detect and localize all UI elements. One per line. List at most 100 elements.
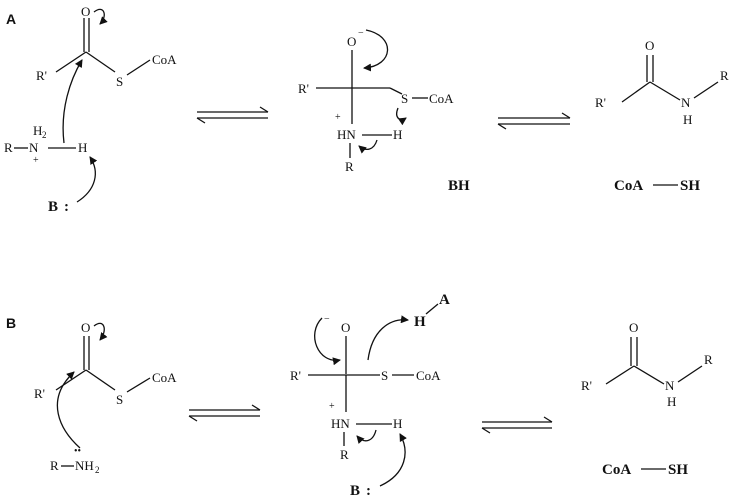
panel-b-intermediate: − O R' S CoA H A + HN H R B : bbox=[290, 292, 450, 498]
equilibrium-arrow-a2 bbox=[497, 112, 571, 130]
sulfur-coa-bond bbox=[126, 59, 151, 76]
byproduct-coa-sh: CoA SH bbox=[602, 462, 688, 478]
oxide-label: O bbox=[347, 34, 356, 49]
panel-b: B O R' S CoA R •• NH 2 bbox=[6, 292, 713, 498]
carbonyl-push-arrow bbox=[93, 322, 108, 341]
base-lone-pair: : bbox=[366, 483, 371, 498]
base-lone-pair: : bbox=[64, 199, 69, 215]
base-label: B bbox=[48, 199, 58, 215]
r-prime-label: R' bbox=[595, 95, 606, 110]
amine-attack-arrow bbox=[56, 371, 81, 449]
sh-text: SH bbox=[668, 462, 688, 478]
lone-pair-dots: •• bbox=[74, 446, 81, 457]
oxide-reform-arrow bbox=[363, 29, 389, 72]
hn-label: HN bbox=[337, 127, 356, 142]
equilibrium-arrow-b1 bbox=[188, 404, 261, 422]
panel-b-product: O R' N H R bbox=[581, 320, 713, 409]
coa-label: CoA bbox=[152, 52, 177, 67]
base-deprotonation-arrow bbox=[76, 156, 98, 203]
hn-label: HN bbox=[331, 416, 350, 431]
byproduct-bh: BH bbox=[448, 178, 470, 194]
oxygen-label: O bbox=[629, 320, 638, 335]
hydrogen-label: H bbox=[667, 394, 676, 409]
n-r-bond bbox=[677, 365, 703, 383]
panel-a-reactant: O R' S CoA R N H 2 + H B : bbox=[4, 4, 177, 215]
hydrogen-label: H bbox=[393, 127, 402, 142]
r-prime-label: R' bbox=[298, 81, 309, 96]
r-label: R bbox=[720, 68, 729, 83]
r-prime-label: R' bbox=[36, 68, 47, 83]
carbon-sulfur-bond bbox=[85, 51, 116, 73]
r-label: R bbox=[50, 458, 59, 473]
oxygen-label: O bbox=[645, 38, 654, 53]
nh2-subscript: 2 bbox=[95, 465, 100, 475]
panel-b-label: B bbox=[6, 315, 16, 331]
h-a-bond bbox=[425, 303, 439, 315]
base-label: B bbox=[350, 483, 360, 498]
carbon-rprime-bond bbox=[55, 51, 87, 73]
byproduct-coa-sh: CoA SH bbox=[614, 178, 700, 194]
carbon-rprime-bond bbox=[55, 369, 87, 391]
panel-a-product: O R' N H R bbox=[595, 38, 729, 127]
c-n-bond bbox=[633, 365, 665, 385]
acid-a-label: A bbox=[439, 292, 450, 308]
carbonyl-push-arrow bbox=[93, 8, 108, 25]
oxide-minus-charge: − bbox=[358, 28, 364, 39]
equilibrium-arrow-b2 bbox=[481, 416, 553, 434]
panel-b-reactant: O R' S CoA R •• NH 2 bbox=[34, 320, 177, 475]
sulfur-label: S bbox=[116, 392, 123, 407]
panel-a-intermediate: O − R' S CoA + HN H R bbox=[298, 28, 454, 174]
r-label: R bbox=[4, 140, 13, 155]
c-s-bond bbox=[389, 87, 403, 95]
carbon-sulfur-bond bbox=[85, 369, 116, 391]
nitrogen-label: N bbox=[29, 140, 39, 155]
hydrogen-label: H bbox=[78, 140, 87, 155]
hydrogen-label: H bbox=[683, 112, 692, 127]
n-plus-charge: + bbox=[33, 155, 39, 166]
sulfur-label: S bbox=[116, 74, 123, 89]
oxide-minus-charge: − bbox=[324, 314, 330, 325]
n-plus-charge: + bbox=[335, 112, 341, 123]
panel-a: A O R' S CoA R N H 2 + H B : bbox=[4, 4, 729, 215]
nh-to-bond-arrow bbox=[356, 429, 377, 444]
nitrogen-label: N bbox=[681, 95, 691, 110]
oxide-label: O bbox=[341, 320, 350, 335]
coa-text: CoA bbox=[602, 462, 631, 478]
r-label: R bbox=[340, 447, 349, 462]
c-n-bond bbox=[649, 81, 681, 101]
oxygen-label: O bbox=[81, 320, 90, 335]
coa-label: CoA bbox=[416, 368, 441, 383]
r-prime-label: R' bbox=[581, 378, 592, 393]
base-deprotonation-arrow bbox=[379, 433, 407, 487]
r-prime-label: R' bbox=[290, 368, 301, 383]
coa-label: CoA bbox=[152, 370, 177, 385]
nucleophile-attack-arrow bbox=[62, 59, 83, 144]
equilibrium-arrow-a1 bbox=[196, 106, 269, 124]
sh-text: SH bbox=[680, 178, 700, 194]
sulfur-coa-bond bbox=[126, 377, 151, 393]
sulfur-label: S bbox=[381, 368, 388, 383]
c-rprime-bond bbox=[621, 81, 651, 103]
nitrogen-label: N bbox=[665, 378, 675, 393]
n-plus-charge: + bbox=[329, 401, 335, 412]
thioester-leave-arrow bbox=[396, 107, 407, 126]
oxygen-label: O bbox=[81, 4, 90, 19]
nh-to-bond-arrow bbox=[358, 139, 378, 154]
r-label: R bbox=[345, 159, 354, 174]
panel-a-label: A bbox=[6, 11, 16, 27]
coa-text: CoA bbox=[614, 178, 643, 194]
h2-label: H bbox=[33, 123, 42, 138]
sulfur-label: S bbox=[401, 91, 408, 106]
coa-label: CoA bbox=[429, 91, 454, 106]
proton-abstract-arrow bbox=[367, 315, 409, 361]
oxide-reform-arrow bbox=[314, 317, 341, 366]
c-rprime-bond bbox=[605, 365, 635, 385]
h2-subscript: 2 bbox=[42, 130, 47, 140]
nh2-label: NH bbox=[75, 458, 94, 473]
r-label: R bbox=[704, 352, 713, 367]
hydrogen-label: H bbox=[393, 416, 402, 431]
r-prime-label: R' bbox=[34, 386, 45, 401]
n-r-bond bbox=[693, 81, 719, 99]
